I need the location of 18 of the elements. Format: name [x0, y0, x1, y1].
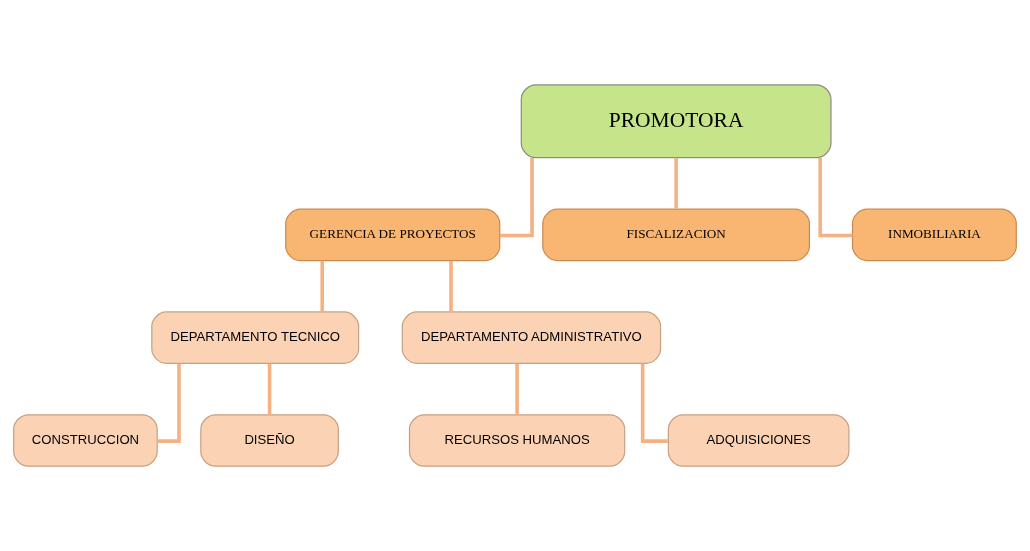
node-box: INMOBILIARIA	[851, 208, 1017, 262]
connector	[449, 260, 453, 312]
node-box: CONSTRUCCION	[13, 414, 158, 467]
node-box: DISEÑO	[200, 414, 339, 467]
connector	[320, 260, 324, 312]
connector	[515, 363, 519, 415]
connector	[818, 158, 853, 238]
node-box: DEPARTAMENTO ADMINISTRATIVO	[401, 311, 662, 364]
node-box: RECURSOS HUMANOS	[408, 414, 626, 467]
connector	[674, 157, 678, 209]
node-box: ADQUISICIONES	[667, 414, 850, 467]
node-box: FISCALIZACION	[542, 208, 811, 262]
connector	[640, 363, 668, 443]
connector	[267, 363, 272, 415]
node-box: GERENCIA DE PROYECTOS	[285, 208, 501, 262]
node-box: DEPARTAMENTO TECNICO	[151, 311, 360, 364]
node-box: PROMOTORA	[520, 84, 832, 159]
connector	[500, 158, 534, 238]
